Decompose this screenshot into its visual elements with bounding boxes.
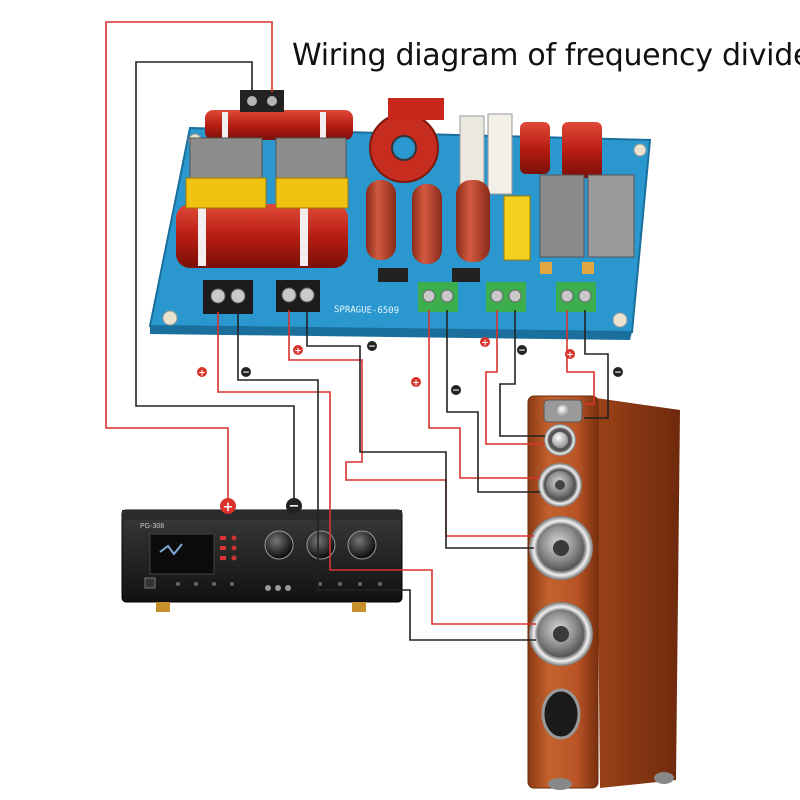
amplifier-knob-1[interactable] (264, 530, 294, 560)
marker-pos-4: + (480, 337, 490, 349)
wire-mid-positive (428, 310, 540, 479)
crossover-board: SPRAGUE-6509 (148, 90, 652, 340)
marker-neg-2: − (367, 341, 377, 352)
marker-neg-3: − (451, 385, 461, 396)
terminal-treble-2 (556, 282, 596, 312)
wire-bass-positive (217, 312, 536, 625)
amplifier-knob-2[interactable] (306, 530, 336, 560)
terminal-mid (418, 282, 458, 312)
marker-label: − (614, 368, 622, 378)
marker-label: − (289, 499, 300, 514)
inductor-small-2 (562, 122, 602, 178)
marker-label: + (412, 379, 420, 389)
polarity-markers: + − + − + − + − + − + − (197, 337, 623, 515)
marker-label: − (368, 342, 376, 352)
wire-treble1-positive (485, 310, 545, 445)
input-terminal-top (240, 90, 284, 112)
inductor-top-left (205, 110, 353, 140)
resistor-red (388, 98, 444, 120)
wire-amp-negative (135, 61, 295, 498)
wire-bass2-negative (306, 310, 534, 549)
amplifier-model: PG-308 (140, 523, 164, 530)
marker-neg-1: − (241, 367, 251, 378)
marker-pos-5: + (565, 349, 575, 361)
inductor-small-1 (520, 122, 550, 174)
wire-bass-negative (237, 312, 536, 641)
wire-treble1-negative (499, 310, 545, 437)
marker-label: + (481, 339, 489, 349)
marker-pos-3: + (411, 377, 421, 389)
marker-label: − (452, 386, 460, 396)
tower-speaker (527, 395, 680, 790)
marker-label: + (294, 347, 302, 357)
capacitor-yellow-2 (275, 177, 349, 209)
resistor-white-1 (459, 115, 485, 187)
amplifier-knob-3[interactable] (347, 530, 377, 560)
amplifier-display (149, 533, 215, 575)
capacitor-grey-2 (275, 137, 347, 179)
marker-pos-1: + (197, 367, 207, 379)
marker-neg-4: − (517, 345, 527, 356)
capacitor-red-3 (456, 180, 490, 262)
capacitor-yellow-1 (185, 177, 267, 209)
marker-label: + (566, 351, 574, 361)
marker-label: − (518, 346, 526, 356)
wire-mid-negative (446, 310, 540, 493)
resistor-white-2 (487, 113, 513, 195)
capacitor-grey-1 (189, 137, 263, 179)
capacitor-grey-4 (587, 174, 635, 258)
amp-negative-marker: − (286, 498, 302, 514)
marker-pos-2: + (293, 345, 303, 357)
bass-port (541, 688, 581, 740)
board-silkscreen: SPRAGUE-6509 (334, 305, 399, 316)
amplifier: PG-308 (121, 509, 403, 612)
capacitor-red-2 (412, 184, 442, 264)
marker-neg-5: − (613, 367, 623, 378)
marker-label: + (198, 369, 206, 379)
marker-label: + (223, 500, 234, 515)
capacitor-red-1 (366, 180, 396, 260)
terminal-bass (276, 280, 320, 312)
capacitor-grey-3 (539, 174, 585, 258)
marker-label: − (242, 368, 250, 378)
diagram-title: Wiring diagram of frequency divider (292, 38, 800, 73)
terminal-input (203, 280, 253, 314)
capacitor-yellow-3 (503, 195, 531, 261)
terminal-treble-1 (486, 282, 526, 312)
amp-positive-marker: + (220, 498, 236, 515)
wire-amp-positive (105, 21, 273, 498)
wire-treble2-negative (584, 310, 609, 419)
